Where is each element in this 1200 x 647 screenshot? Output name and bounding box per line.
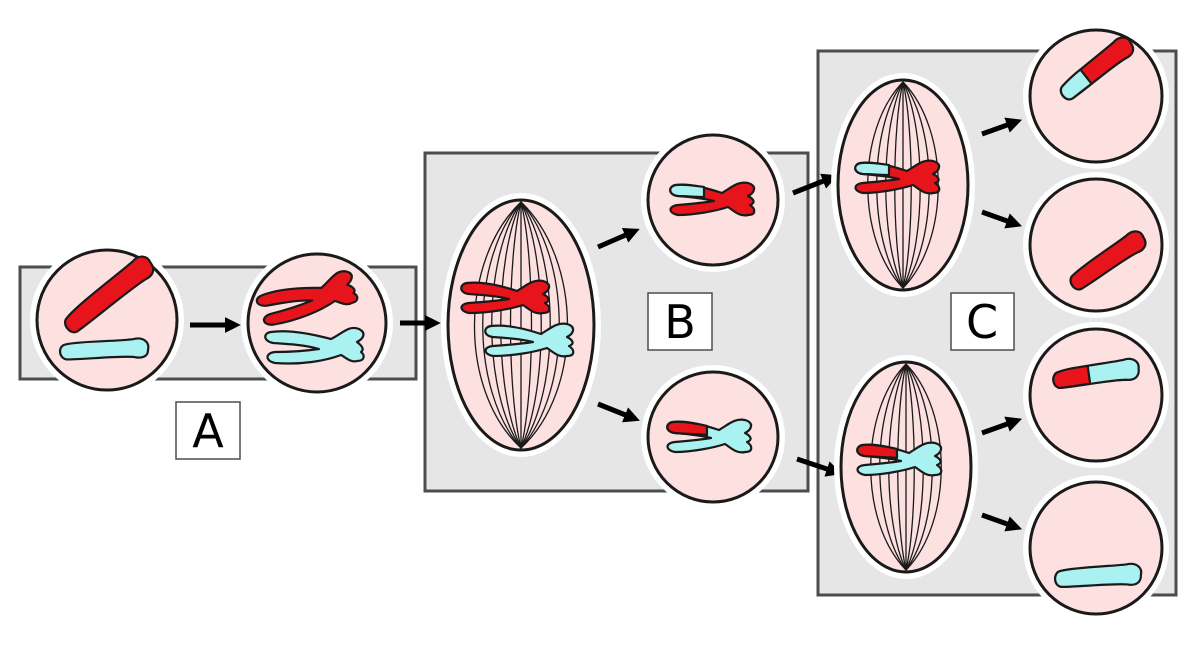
cell-interphase xyxy=(30,243,184,397)
label-c-text: C xyxy=(966,295,998,349)
gamete-1 xyxy=(1023,23,1169,169)
gamete-3 xyxy=(1023,322,1169,468)
cell-replicated xyxy=(241,247,393,399)
chromatid-gamete-1 xyxy=(1059,36,1135,101)
chromatid-gamete-3 xyxy=(1052,357,1140,390)
label-b: B xyxy=(647,292,713,351)
chromosome-metaphase-ii-bottom xyxy=(856,441,943,477)
label-a-text: A xyxy=(192,404,224,458)
chromatid-gamete-2 xyxy=(1069,230,1147,291)
arrow-b-c-bottom xyxy=(796,456,843,477)
arrow-c-4 xyxy=(981,512,1023,532)
gamete-4 xyxy=(1023,475,1169,621)
gamete-2 xyxy=(1023,172,1169,318)
arrow-c-1 xyxy=(981,117,1023,137)
arrow-b-down xyxy=(597,401,640,423)
label-a: A xyxy=(175,401,241,460)
arrow-b-up xyxy=(597,227,640,250)
cell-metaphase-i xyxy=(441,193,601,457)
cell-metaphase-ii-top xyxy=(831,73,975,297)
chromosome-recombinant-bottom xyxy=(666,418,753,454)
chromosome-metaphase-ii-top xyxy=(854,159,941,195)
chromatid-gamete-4 xyxy=(1053,562,1143,588)
chromosome-recombinant-top xyxy=(669,181,756,217)
arrow-c-2 xyxy=(981,209,1023,229)
label-b-text: B xyxy=(664,295,696,349)
chromosome-paternal-single xyxy=(58,337,150,361)
label-c: C xyxy=(950,292,1015,351)
cell-metaphase-ii-bottom xyxy=(834,355,978,579)
cell-daughter-top xyxy=(641,128,785,272)
arrow-b-c-top xyxy=(792,173,838,196)
chromosome-maternal-single xyxy=(63,255,155,334)
cell-daughter-bottom xyxy=(641,365,785,509)
arrow-c-3 xyxy=(981,416,1023,436)
